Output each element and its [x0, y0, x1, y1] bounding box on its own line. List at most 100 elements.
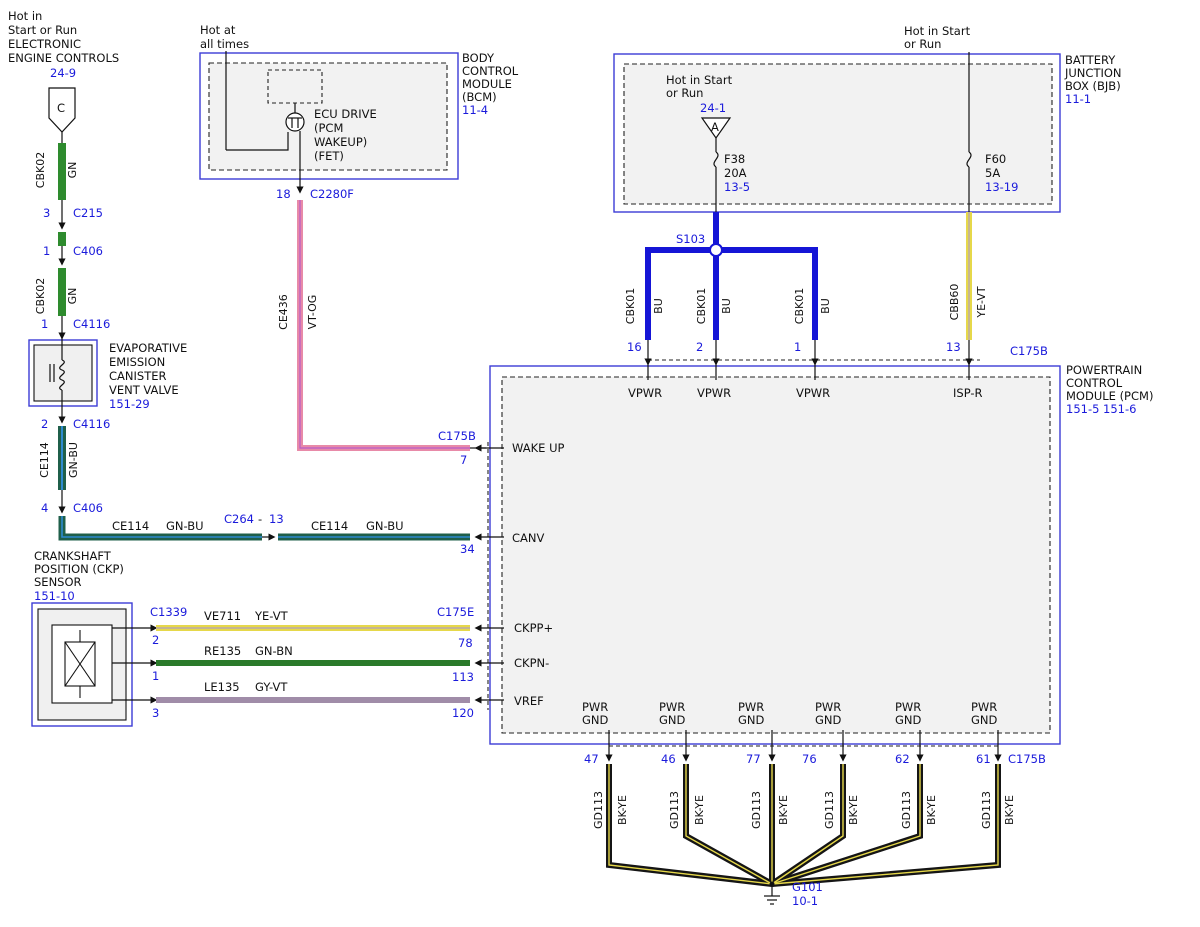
gnd-pin-group-2: PWR GND 46 GD113 BK-YE	[659, 700, 706, 829]
pcm-name-1: POWERTRAIN	[1066, 363, 1142, 377]
valve-ref: 151-29	[109, 397, 150, 411]
wire-canv-left-stripe	[61, 516, 262, 538]
pcm-vpwr-1: VPWR	[628, 386, 662, 400]
splice-s103-dot	[709, 243, 723, 257]
pcm-pin-120: 120	[452, 706, 474, 720]
bcm-pin: 18	[276, 187, 291, 201]
canv-left-circuit: CE114	[112, 519, 149, 533]
pcm-wake-connector: C175B	[438, 429, 476, 443]
pwr-gnd-2a: PWR	[659, 700, 685, 714]
ckp-name-1: CRANKSHAFT	[34, 549, 112, 563]
pwr-gnd-3b: GND	[738, 713, 765, 727]
pwr-gnd-5a: PWR	[895, 700, 921, 714]
fet-icon	[285, 112, 305, 132]
gnd-3-color: BK-YE	[777, 795, 790, 825]
canv-right-color: GN-BU	[366, 519, 404, 533]
canv-left-color: GN-BU	[166, 519, 204, 533]
gnd-pin-group-4: PWR GND 76 GD113 BK-YE	[802, 700, 860, 829]
bcm-hot-2: all times	[200, 37, 249, 51]
gnd-pin-group-1: PWR GND 47 GD113 BK-YE	[582, 700, 629, 829]
valve-name-3: CANISTER	[109, 369, 166, 383]
c264-pin: 13	[269, 512, 284, 526]
engine-controls-line-1: Hot in	[8, 9, 42, 23]
ecu-label-2: (PCM	[314, 121, 343, 135]
gnd-pin-46: 46	[661, 752, 676, 766]
gnd-6-color: BK-YE	[1003, 795, 1016, 825]
wire-bu-branch	[645, 247, 818, 340]
valve-name-4: VENT VALVE	[109, 383, 179, 397]
ckp-connector: C1339	[150, 605, 187, 619]
bcm-name-1: BODY	[462, 51, 495, 65]
pcm-pin-16: 16	[627, 340, 642, 354]
ground-ref: 10-1	[792, 894, 818, 908]
bjb-ref: 11-1	[1065, 92, 1091, 106]
gnd-3-circuit: GD113	[750, 791, 763, 829]
f38-name: F38	[724, 152, 745, 166]
bjb-name-1: BATTERY	[1065, 53, 1116, 67]
wire-seg1-circuit: CBK02	[34, 152, 47, 188]
ckp-name-2: POSITION (CKP)	[34, 562, 124, 576]
bcm-name-3: MODULE	[462, 77, 512, 91]
ckp-pin-3: 3	[152, 706, 159, 720]
pcm-ref-2: 151-6	[1103, 402, 1136, 416]
c215-connector: C215	[73, 206, 103, 220]
pwr-gnd-6a: PWR	[971, 700, 997, 714]
gnd-pin-61: 61	[976, 752, 991, 766]
pcm-vpwr-2: VPWR	[697, 386, 731, 400]
engine-controls-line-2: Start or Run	[8, 23, 77, 37]
connector-c-shape	[48, 87, 76, 133]
wire-seg2-circuit: CBK02	[34, 278, 47, 314]
pcm-pin-1: 1	[794, 340, 801, 354]
gd113-stripes	[608, 764, 999, 885]
ckp-sensor-body	[51, 624, 113, 704]
bcm-connector: C2280F	[310, 187, 354, 201]
ground-name: G101	[792, 880, 823, 894]
bjb-name-2: JUNCTION	[1064, 66, 1122, 80]
wire-seg3-circuit: CE114	[38, 442, 51, 478]
engine-controls-line-3: ELECTRONIC	[8, 37, 81, 51]
c406-bot-connector: C406	[73, 501, 103, 515]
ecu-label-1: ECU DRIVE	[314, 107, 377, 121]
gnd-4-color: BK-YE	[847, 795, 860, 825]
ground-symbol-icon	[764, 884, 780, 905]
pcm-module: POWERTRAIN CONTROL MODULE (PCM) 151-5 15…	[438, 284, 1153, 829]
pwr-gnd-6b: GND	[971, 713, 998, 727]
wire-cbk01-b-circuit: CBK01	[695, 288, 708, 324]
gnd-pin-group-3: PWR GND 77 GD113 BK-YE	[738, 700, 790, 829]
gnd-5-circuit: GD113	[900, 791, 913, 829]
valve-name-1: EVAPORATIVE	[109, 341, 187, 355]
pwr-gnd-5b: GND	[895, 713, 922, 727]
bjb-inner-ref: 24-1	[700, 101, 726, 115]
pwr-gnd-3a: PWR	[738, 700, 764, 714]
wire-ce436-color: VT-OG	[306, 295, 319, 330]
crank-sensor-icon	[64, 630, 96, 698]
wire-seg1-color: GN	[66, 162, 79, 179]
ckp-pin-1: 2	[152, 633, 159, 647]
bjb-inner-box	[623, 63, 1053, 205]
ckp-wire-1-color: YE-VT	[254, 609, 289, 623]
wire-cbk01-a-color: BU	[652, 298, 665, 314]
wire-seg3-color: GN-BU	[67, 442, 80, 478]
ckp-pcm-connector: C175E	[437, 605, 474, 619]
connector-a-letter: A	[711, 120, 719, 134]
pwr-gnd-2b: GND	[659, 713, 686, 727]
pcm-wake-pin: 7	[460, 453, 467, 467]
gnd-1-color: BK-YE	[616, 795, 629, 825]
ckp-wire-2-color: GN-BN	[255, 644, 293, 658]
c4116-bot-pin: 2	[41, 417, 48, 431]
pcm-ckpn-label: CKPN-	[514, 656, 549, 670]
pcm-canv-pin: 34	[460, 542, 475, 556]
wire-ce436-stripe	[299, 200, 470, 449]
gnd-2-circuit: GD113	[668, 791, 681, 829]
bcm-feed-path	[226, 132, 289, 151]
f38-ref: 13-5	[724, 180, 750, 194]
pcm-ref-1: 151-5	[1066, 402, 1099, 416]
engine-controls-ref: 24-9	[50, 66, 76, 80]
bcm-inner-box	[208, 62, 448, 171]
left-harness: CBK02 GN 3 C215 1 C406 CBK02 GN 1 C4116 …	[28, 132, 470, 541]
splice-label: S103	[676, 232, 705, 246]
ckp-sensor: CRANKSHAFT POSITION (CKP) SENSOR 151-10 …	[31, 549, 474, 727]
pcm-inner-box	[501, 376, 1051, 734]
pcm-top-connector: C175B	[1010, 344, 1048, 358]
f60-name: F60	[985, 152, 1006, 166]
